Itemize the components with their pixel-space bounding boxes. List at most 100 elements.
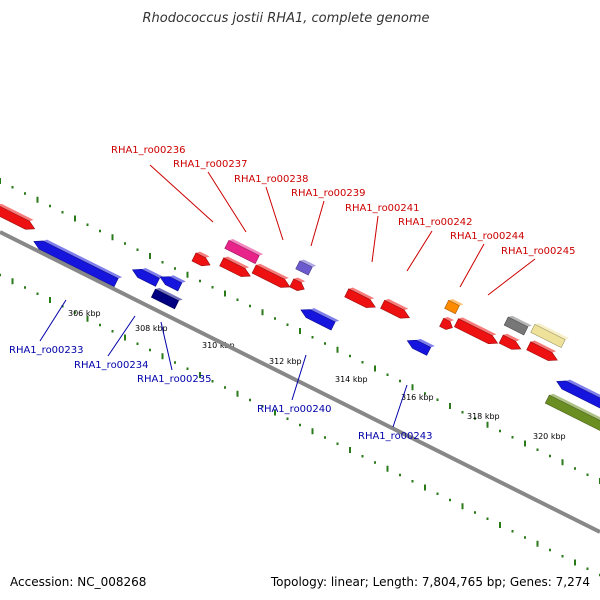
label-leader-line [107, 315, 136, 357]
label-leader-line [39, 299, 67, 342]
chromosome-backbone [0, 230, 600, 534]
gene-reverse-edge[interactable] [555, 375, 600, 410]
gene-label-forward[interactable]: RHA1_ro00238 [234, 174, 309, 185]
gene-ro00238[interactable] [251, 262, 293, 291]
label-leader-line [371, 215, 379, 263]
coordinate-tick-label: 318 kbp [467, 412, 500, 421]
gene-shading [416, 338, 435, 348]
coordinate-tick-label: 310 kbp [202, 341, 235, 350]
gene-shading [384, 298, 409, 311]
map-title: Rhodococcus jostii RHA1, complete genome [143, 11, 430, 26]
gene-label-reverse[interactable]: RHA1_ro00235 [137, 374, 212, 385]
gene-forward-d[interactable] [439, 316, 456, 332]
gene-forward-b[interactable] [219, 255, 254, 280]
label-leader-line [265, 186, 284, 241]
gene-shading [534, 323, 570, 340]
gene-forward-left-edge[interactable] [0, 202, 38, 232]
gene-ro00240[interactable] [299, 303, 340, 331]
gene-shading [43, 239, 123, 279]
gene-grey[interactable] [503, 314, 532, 336]
label-leader-line [149, 164, 214, 223]
gene-shading [508, 315, 532, 327]
gene-label-forward[interactable]: RHA1_ro00244 [450, 231, 525, 242]
gene-shading [443, 316, 455, 322]
gene-body [454, 318, 499, 345]
gene-body [191, 252, 211, 267]
gene-label-reverse[interactable]: RHA1_ro00240 [257, 404, 332, 415]
gene-shading [293, 277, 306, 283]
gene-label-forward[interactable]: RHA1_ro00242 [398, 217, 473, 228]
gene-shading [530, 340, 557, 353]
gene-body [380, 299, 410, 319]
gene-body [526, 341, 558, 361]
gene-label-forward[interactable]: RHA1_ro00245 [501, 246, 576, 257]
gene-shading [503, 333, 520, 342]
gene-body [498, 334, 522, 350]
coordinate-tick-label: 320 kbp [533, 432, 566, 441]
gene-shading [0, 203, 34, 222]
gene-label-forward[interactable]: RHA1_ro00239 [291, 188, 366, 199]
gene-forward-f[interactable] [498, 332, 524, 353]
gene-ro00241[interactable] [344, 286, 379, 311]
label-leader-line [310, 200, 325, 247]
gene-shading [348, 287, 375, 300]
label-leader-line [487, 258, 536, 296]
gene-shading [169, 275, 186, 283]
accession-text: Accession: NC_008268 [10, 575, 146, 589]
label-leader-line [207, 171, 247, 233]
gene-body [150, 288, 180, 310]
coordinate-tick-label: 316 kbp [401, 393, 434, 402]
gene-ro00242[interactable] [380, 298, 413, 322]
gene-ro00239[interactable] [295, 258, 317, 276]
gene-body [300, 309, 336, 331]
coordinate-tick-label: 308 kbp [135, 324, 168, 333]
gene-body [131, 268, 160, 287]
gene-ro00243[interactable] [405, 334, 435, 357]
gene-shading [155, 287, 183, 301]
gene-label-forward[interactable]: RHA1_ro00241 [345, 203, 420, 214]
gene-body [530, 323, 566, 349]
gene-shading [223, 256, 250, 269]
gene-forward-g[interactable] [526, 339, 561, 364]
gene-label-reverse[interactable]: RHA1_ro00234 [74, 360, 149, 371]
genome-summary-text: Topology: linear; Length: 7,804,765 bp; … [270, 575, 590, 589]
gene-ro00235[interactable] [150, 286, 183, 310]
gene-ro00237[interactable] [224, 238, 264, 265]
gene-ro00233[interactable] [32, 235, 123, 288]
gene-body [219, 257, 251, 277]
gene-reverse-a[interactable] [130, 263, 164, 288]
gene-body [0, 204, 36, 230]
gene-body [444, 299, 460, 315]
gene-shading [195, 251, 210, 258]
gene-shading [228, 239, 264, 256]
label-leader-line [459, 243, 485, 288]
tick-track-upper [0, 178, 600, 484]
gene-forward-a[interactable] [191, 250, 213, 269]
coordinate-tick-label: 306 kbp [68, 309, 101, 318]
gene-reverse-b[interactable] [158, 270, 186, 292]
gene-ro00245[interactable] [530, 322, 570, 349]
gene-forward-c[interactable] [289, 276, 308, 293]
tick-track-lower [0, 273, 600, 577]
label-leader-line [160, 321, 173, 371]
gene-body [251, 264, 291, 288]
gene-shading [141, 267, 164, 279]
label-leader-line [392, 384, 408, 428]
gene-body [439, 317, 453, 330]
gene-body [503, 316, 529, 336]
gene-label-forward[interactable]: RHA1_ro00236 [111, 145, 186, 156]
gene-shading [299, 259, 317, 268]
gene-forward-e[interactable] [454, 316, 501, 347]
gene-label-reverse[interactable]: RHA1_ro00233 [9, 345, 84, 356]
gene-shading [448, 298, 464, 306]
gene-shading [565, 379, 600, 401]
gene-label-forward[interactable]: RHA1_ro00237 [173, 159, 248, 170]
gene-olive[interactable] [544, 392, 600, 432]
gene-body [344, 288, 376, 308]
gene-label-reverse[interactable]: RHA1_ro00243 [358, 431, 433, 442]
gene-ro00244[interactable] [444, 298, 464, 315]
gene-shading [310, 308, 340, 323]
coordinate-tick-label: 314 kbp [335, 375, 368, 384]
gene-body [406, 339, 432, 356]
